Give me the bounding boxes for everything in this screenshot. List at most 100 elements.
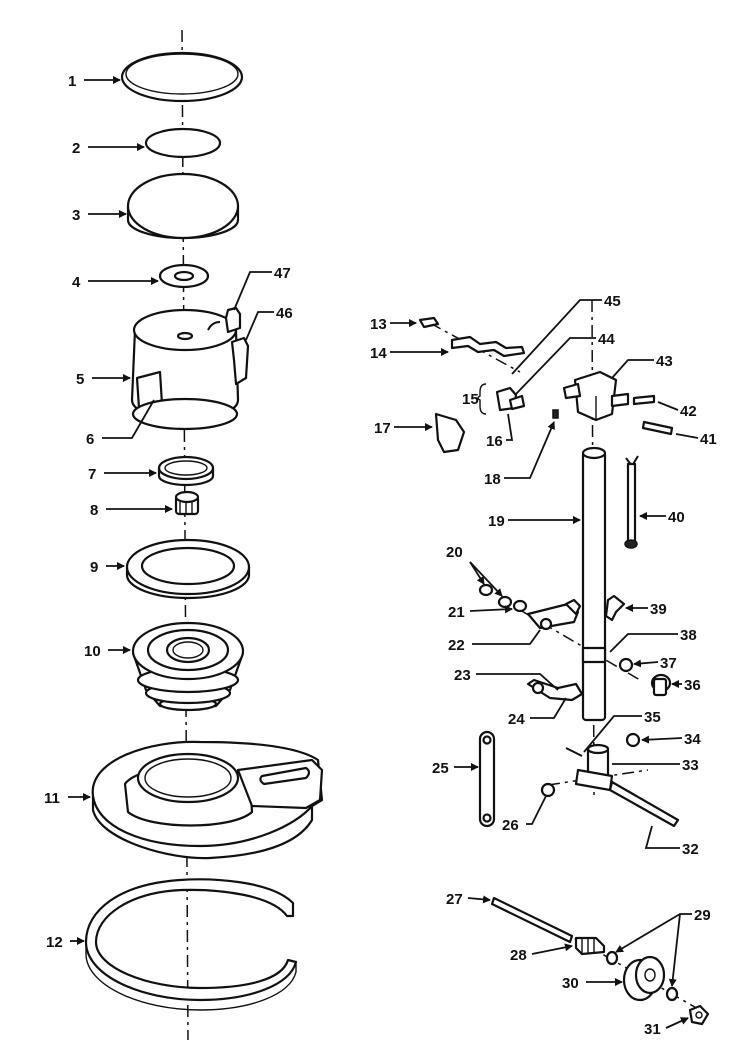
svg-text:43: 43 (656, 353, 673, 370)
part-26-screw (540, 782, 556, 798)
part-31-nut (688, 1004, 710, 1026)
callout-28: 28 (510, 943, 573, 964)
callout-41: 41 (675, 431, 717, 448)
svg-text:12: 12 (46, 934, 63, 951)
svg-text:19: 19 (488, 513, 505, 530)
part-25-strap (478, 730, 496, 828)
callout-43: 43 (611, 353, 673, 379)
part-8-nut (174, 490, 200, 516)
callout-14: 14 (370, 345, 449, 362)
callout-29: 29 (615, 907, 711, 987)
callout-17: 17 (374, 420, 433, 437)
callout-2: 2 (72, 140, 145, 157)
callout-38: 38 (609, 627, 697, 653)
cross-axis (519, 609, 641, 681)
svg-text:34: 34 (684, 731, 701, 748)
callout-26: 26 (502, 795, 547, 834)
left-assembly: 1 2 3 4 5 6 7 8 9 10 11 12 46 47 (44, 29, 324, 1041)
svg-text:1: 1 (68, 73, 76, 90)
callout-1: 1 (68, 73, 121, 90)
svg-text:8: 8 (90, 502, 98, 519)
svg-text:35: 35 (644, 709, 661, 726)
svg-text:11: 11 (44, 790, 60, 807)
svg-text:32: 32 (682, 841, 699, 858)
callout-31: 31 (644, 1017, 689, 1038)
part-12-split-ring (84, 878, 298, 1011)
callout-8: 8 (90, 502, 173, 519)
svg-text:14: 14 (370, 345, 387, 362)
part-39-tab (604, 594, 626, 622)
part-20-washers (478, 583, 528, 613)
part-42-pin (632, 394, 656, 406)
part-19-column (581, 446, 607, 722)
callout-21: 21 (448, 604, 513, 621)
svg-text:31: 31 (644, 1021, 661, 1038)
callout-12: 12 (46, 934, 85, 951)
callout-20: 20 (446, 544, 503, 597)
callout-27: 27 (446, 891, 491, 908)
callout-5: 5 (76, 371, 131, 388)
part-7-ring (157, 455, 215, 487)
part-27-shaft (490, 896, 574, 944)
svg-text:16: 16 (486, 433, 503, 450)
svg-text:5: 5 (76, 371, 84, 388)
svg-text:23: 23 (454, 667, 471, 684)
part-36-screw (650, 673, 672, 697)
callout-34: 34 (641, 731, 701, 748)
svg-text:21: 21 (448, 604, 465, 621)
callout-4: 4 (72, 274, 159, 291)
svg-text:20: 20 (446, 544, 463, 561)
part-5-housing (130, 306, 250, 431)
part-37-washer (618, 657, 634, 673)
part-18-pin (552, 409, 559, 419)
svg-text:25: 25 (432, 760, 449, 777)
callout-39: 39 (625, 601, 667, 618)
svg-text:42: 42 (680, 403, 697, 420)
svg-text:44: 44 (598, 331, 615, 348)
callout-35: 35 (583, 709, 661, 753)
part-33-tee (574, 743, 614, 792)
callout-9: 9 (90, 559, 125, 576)
svg-text:41: 41 (700, 431, 717, 448)
part-35-pin (565, 747, 583, 757)
callout-42: 42 (657, 401, 697, 420)
callout-22: 22 (448, 629, 541, 654)
callout-30: 30 (562, 975, 623, 992)
part-13-clip (418, 316, 440, 329)
part-2-disc (144, 127, 222, 159)
svg-text:13: 13 (370, 316, 387, 333)
part-24-lever (526, 678, 584, 702)
svg-text:26: 26 (502, 817, 519, 834)
part-43-clamp (562, 370, 630, 422)
right-assembly: 13 14 15 16 17 18 19 20 21 22 23 24 25 2… (370, 293, 717, 1038)
callout-45: 45 (511, 293, 621, 375)
svg-text:46: 46 (276, 305, 293, 322)
svg-text:3: 3 (72, 207, 80, 224)
callout-25: 25 (432, 760, 479, 777)
part-17-plate (434, 412, 466, 454)
svg-text:37: 37 (660, 655, 677, 672)
part-40-rod (624, 455, 639, 549)
part-9-ring (125, 538, 251, 600)
callout-32: 32 (644, 825, 699, 858)
part-10-cup (131, 621, 245, 712)
svg-text:30: 30 (562, 975, 579, 992)
svg-text:36: 36 (684, 677, 701, 694)
svg-text:24: 24 (508, 711, 525, 728)
part-30-wheel (622, 955, 666, 1002)
callout-36: 36 (671, 677, 701, 694)
svg-text:18: 18 (484, 471, 501, 488)
part-15-bracket (495, 386, 526, 412)
svg-text:10: 10 (84, 643, 101, 660)
svg-text:6: 6 (86, 431, 94, 448)
callout-24: 24 (508, 697, 567, 728)
callout-46: 46 (245, 305, 293, 341)
part-3-plate (126, 172, 240, 240)
callout-10: 10 (84, 643, 131, 660)
part-11-base (91, 740, 324, 860)
svg-text:22: 22 (448, 637, 465, 654)
callout-37: 37 (633, 655, 677, 672)
callout-6: 6 (86, 399, 155, 448)
svg-text:9: 9 (90, 559, 98, 576)
